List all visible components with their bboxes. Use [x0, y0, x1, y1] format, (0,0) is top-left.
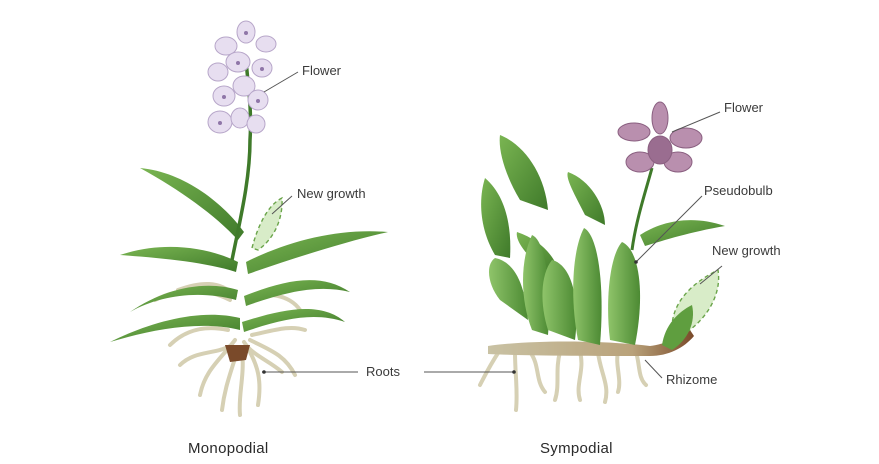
- sympodial-new-growth-label: New growth: [712, 243, 781, 258]
- monopodial-new-growth-label: New growth: [297, 186, 366, 201]
- monopodial-stem-base: [225, 345, 250, 362]
- monopodial-flower-label: Flower: [302, 63, 341, 78]
- sympodial-roots: [480, 350, 646, 410]
- sympodial-caption: Sympodial: [540, 440, 613, 457]
- monopodial-plant: [110, 21, 388, 415]
- sympodial-flower: [618, 102, 702, 172]
- sympodial-plant: [480, 102, 725, 410]
- roots-label: Roots: [366, 364, 400, 379]
- pseudobulb-label: Pseudobulb: [704, 183, 773, 198]
- monopodial-caption: Monopodial: [188, 440, 269, 457]
- monopodial-flowers: [208, 21, 276, 133]
- rhizome-label: Rhizome: [666, 372, 717, 387]
- pseudobulbs: [489, 228, 640, 345]
- sympodial-flower-label: Flower: [724, 100, 763, 115]
- monopodial-new-growth: [252, 198, 282, 250]
